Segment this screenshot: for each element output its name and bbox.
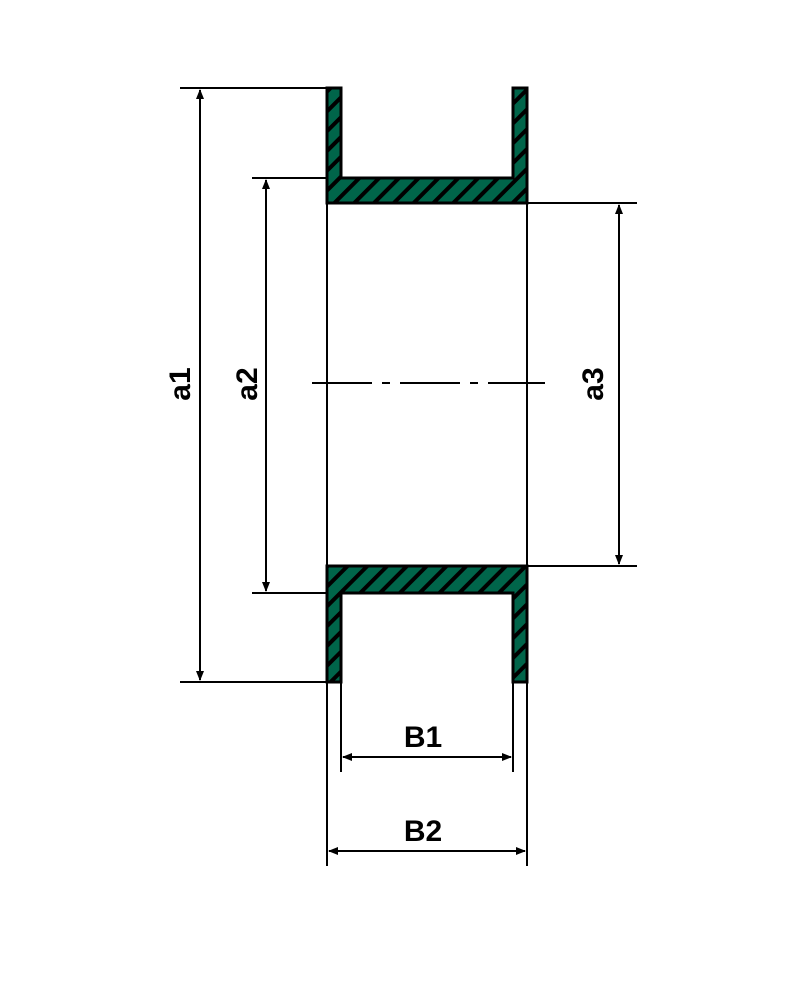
label-a2: a2 (231, 367, 264, 400)
label-b2: B2 (404, 815, 442, 848)
outline-lines (180, 87, 637, 866)
label-a1: a1 (164, 367, 197, 400)
top-flange-section (325, 86, 529, 205)
label-a3: a3 (577, 367, 610, 400)
bottom-flange-section (325, 564, 529, 684)
label-b1: B1 (404, 721, 442, 754)
